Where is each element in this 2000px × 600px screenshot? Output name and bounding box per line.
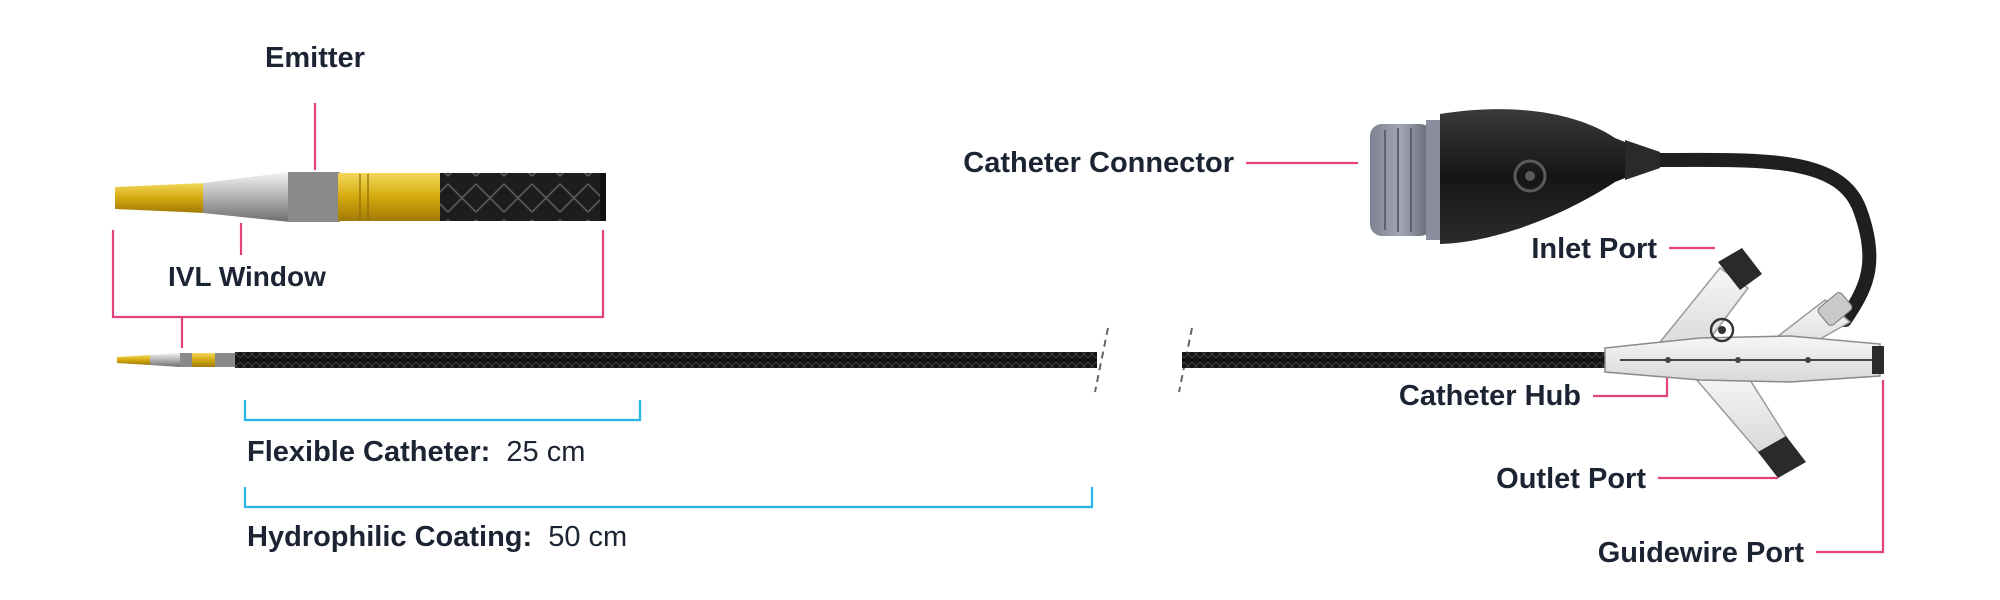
shaft-break-right [1178,327,1193,393]
connector-cap [1370,124,1432,236]
hub-logo-icon [1709,317,1735,343]
flexible-catheter-bracket [243,400,642,422]
connector-logo-icon [1513,159,1547,193]
tip-yellow [115,183,205,213]
magnification-bracket [111,230,605,319]
catheter-connector [1370,109,1660,244]
flexible-catheter-measure: Flexible Catheter: 25 cm [247,436,585,468]
shaft-segment-right [1182,352,1612,368]
outlet-port-cap [1758,436,1806,478]
outlet-port-label: Outlet Port [1496,463,1646,495]
emitter-label: Emitter [265,42,365,74]
shaft-tip-yellow [117,355,150,365]
inlet-port-label: Inlet Port [1531,233,1657,265]
guidewire-port-end [1872,346,1884,374]
catheter-hub-leader [1593,378,1669,398]
ivl-window-gold [338,173,440,221]
hydrophilic-coating-value: 50 cm [548,521,627,553]
guidewire-port-leader [1816,380,1885,554]
hydrophilic-coating-bracket [243,487,1094,509]
catheter-shaft [117,327,1612,393]
flexible-catheter-value: 25 cm [506,436,585,468]
inlet-port-cap [1718,248,1762,290]
flexible-catheter-name: Flexible Catheter: [247,436,490,468]
catheter-hub-label: Catheter Hub [1399,380,1581,412]
hydrophilic-coating-measure: Hydrophilic Coating: 50 cm [247,521,627,553]
guidewire-port-label: Guidewire Port [1598,537,1805,569]
tip-taper [203,172,290,222]
shaft-segment-left [235,352,1097,368]
catheter-connector-label: Catheter Connector [963,147,1234,179]
emitter-band [288,172,340,222]
ivl-window-label: IVL Window [168,261,326,292]
hydrophilic-coating-name: Hydrophilic Coating: [247,521,532,553]
connector-cable [1648,152,1877,327]
catheter-hub-assembly [1604,152,1884,478]
shaft-break-left [1094,327,1109,393]
magnified-tip [115,172,606,222]
braided-shaft-magnified [440,173,606,221]
